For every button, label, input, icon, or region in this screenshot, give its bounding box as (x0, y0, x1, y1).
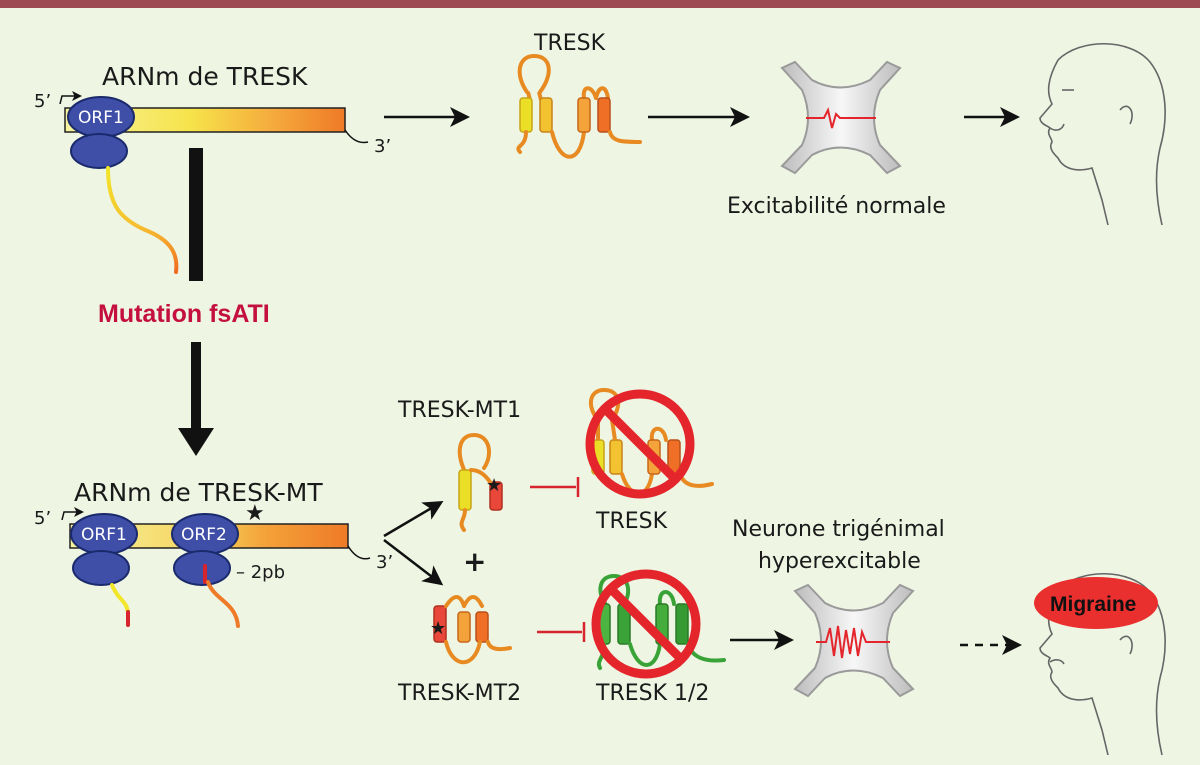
mt1-label: TRESK-MT1 (397, 398, 521, 423)
mt1-nterm (459, 508, 467, 532)
top-accent-bar (0, 0, 1200, 8)
migraine-spot (1034, 577, 1158, 629)
mt2-label: TRESK-MT2 (397, 681, 521, 706)
migraine-label: Migraine (1050, 593, 1136, 616)
head-normal-smile (1049, 123, 1065, 131)
start-arrow-mt (61, 507, 84, 521)
prohibition-icon-1 (585, 389, 695, 499)
tresk-wt-loop-top (517, 54, 551, 94)
tresk-wt-loop-mid (581, 86, 598, 100)
mrna-mt-group: ARNm de TRESK-MT 5’ 3’ ORF1 ORF2 ★ – 2pb (34, 478, 393, 628)
start-arrow-wt (59, 91, 82, 105)
tresk-wt-helix-3 (577, 97, 591, 133)
neuron-normal (780, 60, 902, 175)
minus-2pb-label: – 2pb (236, 562, 285, 583)
tresk-mt1-protein: TRESK-MT1 ★ (397, 398, 521, 532)
mt2-helix-red (433, 605, 447, 643)
mrna-wt-label: ARNm de TRESK (102, 62, 308, 91)
mt2-helix-2 (457, 611, 471, 643)
tresk-inh-loop-mid (649, 426, 668, 442)
neuron-label-line2: hyperexcitable (758, 549, 921, 574)
head-normal (1039, 43, 1166, 226)
vertical-arrow-head (178, 428, 214, 456)
neuron-hyper (793, 583, 915, 698)
tresk-inhibited-label: TRESK (595, 509, 668, 534)
mt2-helix-3 (475, 611, 489, 643)
mutation-label: Mutation fsATI (98, 300, 270, 328)
head-normal-profile (1039, 59, 1109, 226)
mt2-loop-1 (444, 595, 466, 608)
head-migraine-outline (1057, 573, 1166, 756)
three-prime-tail-wt (344, 129, 369, 144)
tresk12-loop-mid (657, 590, 676, 606)
prohibition-2-slash (607, 585, 685, 663)
mt1-helix-red (489, 481, 503, 511)
tresk-wt-loop-bottom (550, 130, 586, 159)
mt1-loop (457, 433, 492, 474)
head-migraine-mouth (1049, 659, 1065, 665)
mt2-loop-bottom (444, 640, 482, 665)
hyper-spike-trace (816, 625, 890, 659)
arrow-to-mt2 (383, 539, 444, 586)
mrna-wt-group: ARNm de TRESK 5’ 3’ ORF1 (34, 62, 391, 274)
normal-excitability-label: Excitabilité normale (727, 194, 946, 219)
mt1-link (469, 468, 492, 484)
normal-spike-trace (806, 107, 876, 129)
prohibition-icon-2 (591, 569, 701, 679)
star-mrna-icon: ★ (245, 501, 265, 526)
head-migraine-ear (1119, 635, 1133, 655)
orf2-label: ORF2 (181, 525, 227, 545)
five-prime-label-wt: 5’ (34, 91, 51, 112)
ribosome-2-small (173, 550, 231, 586)
neuron-label-line1: Neurone trigénimal (732, 517, 945, 542)
nascent-chain-wt (106, 166, 179, 274)
prohibition-1-slash (601, 405, 679, 483)
tresk-wt-protein: TRESK (516, 31, 642, 159)
vertical-bar-top (189, 148, 203, 281)
arrow-to-mt1 (383, 500, 444, 538)
tresk-inh-cterm (678, 472, 714, 488)
tresk-wt-nterm (516, 130, 528, 154)
prohibition-2-ring (591, 569, 701, 679)
tresk12-loop-top (598, 574, 631, 607)
three-prime-label-mt: 3’ (376, 552, 393, 573)
tresk12-loop-bottom (628, 642, 662, 667)
tresk-inh-links (596, 419, 617, 441)
tresk-wt-cterm (608, 130, 642, 144)
tresk-12-label: TRESK 1/2 (595, 681, 709, 706)
tresk-inh-helix-2 (609, 439, 623, 475)
mt1-helix-yellow (458, 469, 472, 511)
tresk-wt-helix-2 (539, 97, 553, 133)
prohibition-1-ring (585, 389, 695, 499)
mt1-star-icon: ★ (486, 475, 502, 496)
tresk-mt2-protein: ★ (430, 595, 512, 665)
mt2-cterm (486, 640, 512, 652)
tresk-wt-helix-1 (519, 97, 533, 133)
protein-wt-label: TRESK (533, 31, 606, 56)
orf1-label-wt: ORF1 (78, 108, 124, 128)
neuron-hyper-shape (793, 583, 915, 698)
mrna-mt-label: ARNm de TRESK-MT (74, 478, 323, 507)
tresk-inh-loop-top (588, 388, 621, 422)
tresk-wt-helix-4 (597, 97, 611, 133)
mt2-star-icon: ★ (430, 618, 446, 639)
orf1-label-mt: ORF1 (81, 525, 127, 545)
three-prime-label-wt: 3’ (374, 136, 391, 157)
head-normal-outline (1057, 43, 1166, 226)
ribosome-small-subunit (70, 133, 128, 169)
nascent-chain-mt2 (206, 580, 240, 628)
mt2-loop-2 (462, 595, 484, 608)
three-prime-tail-mt (347, 545, 371, 560)
five-prime-label-mt: 5’ (34, 508, 51, 529)
ribosome-1-small (72, 550, 130, 586)
tresk-wt-loop-mid2 (594, 86, 610, 100)
plus-sign: + (463, 545, 486, 578)
head-normal-ear (1119, 105, 1133, 125)
nascent-chain-mt1 (110, 583, 130, 614)
head-migraine-profile (1039, 589, 1109, 756)
tresk12-helix-4 (675, 603, 689, 645)
